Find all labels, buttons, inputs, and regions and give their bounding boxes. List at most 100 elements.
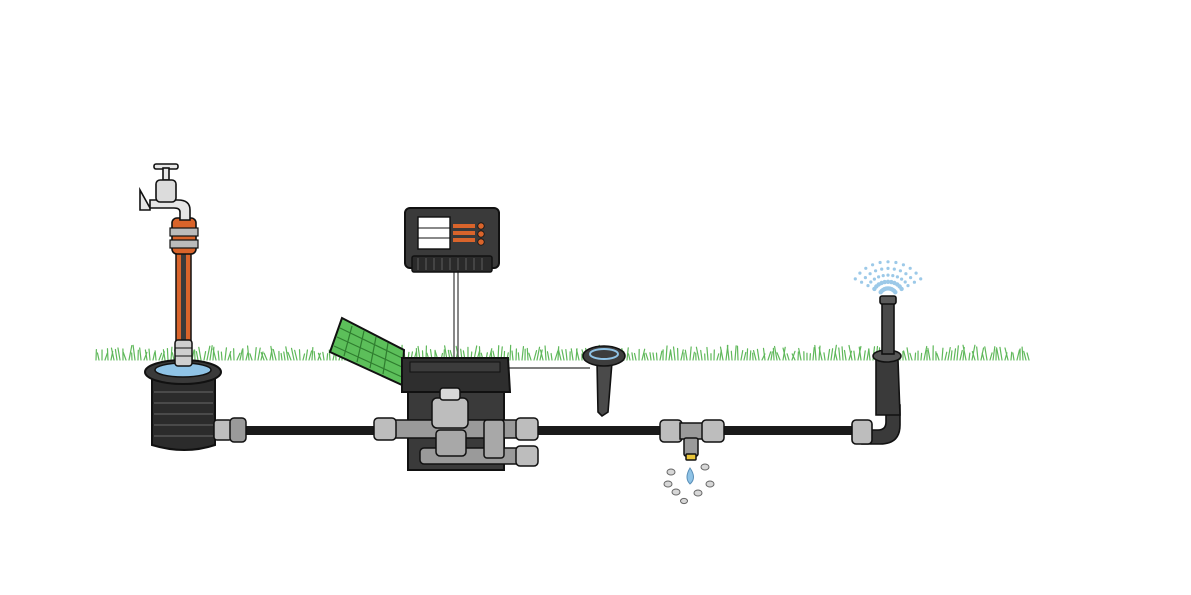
- spray-droplet: [912, 280, 917, 284]
- grass-blade: [736, 345, 739, 361]
- spray-droplet: [871, 263, 875, 267]
- grass-blade: [959, 349, 963, 361]
- grass-blade: [533, 350, 538, 361]
- spray-droplet: [877, 275, 881, 279]
- grass-blade: [561, 349, 565, 361]
- grass-blade: [1023, 350, 1027, 361]
- spray-droplet: [901, 263, 906, 267]
- grass-blade: [909, 352, 913, 361]
- grass-blade: [834, 351, 838, 361]
- grass-blade: [782, 347, 787, 361]
- grass-blade: [772, 347, 775, 361]
- spray-droplet: [863, 276, 868, 280]
- grass-blade: [550, 352, 553, 361]
- spray-droplet: [886, 273, 890, 277]
- grass-blade: [906, 347, 910, 361]
- grass-blade: [227, 350, 232, 361]
- grass-blade: [995, 347, 1000, 361]
- grass-blade: [830, 348, 834, 361]
- grass-blade: [700, 349, 703, 361]
- grass-blade: [730, 350, 733, 361]
- main-pipe: [240, 426, 860, 435]
- grass-blade: [302, 353, 306, 361]
- grass-blade: [652, 352, 655, 361]
- grass-blade: [565, 349, 568, 361]
- grass-blade: [570, 348, 574, 361]
- spray-droplet: [919, 277, 923, 281]
- grass-blade: [148, 348, 151, 361]
- grass-blade: [198, 346, 202, 361]
- grass-blade: [956, 345, 959, 361]
- grass-blade: [641, 348, 646, 361]
- grass-blade: [1004, 347, 1009, 361]
- grass-blade: [285, 346, 289, 361]
- grass-blade: [249, 353, 253, 361]
- grass-blade: [914, 352, 917, 361]
- valve-box-icon: [328, 316, 512, 471]
- grass-blade: [857, 345, 862, 361]
- grass-blade: [546, 351, 550, 361]
- grass-blade: [539, 349, 544, 361]
- spray-droplet: [914, 271, 918, 275]
- grass-blade: [246, 345, 250, 361]
- spray-droplet: [906, 284, 910, 288]
- grass-blade: [117, 347, 121, 361]
- grass-blade: [903, 350, 907, 361]
- grass-blade: [298, 349, 301, 361]
- grass-blade: [843, 349, 847, 361]
- spray-droplet: [895, 275, 900, 279]
- grass-blade: [672, 346, 676, 361]
- drain-valve-icon: [659, 419, 725, 461]
- grass-blade: [669, 349, 673, 361]
- grass-blade: [984, 346, 988, 361]
- spray-droplet: [891, 274, 895, 278]
- grass-blade: [1012, 352, 1015, 361]
- grass-blade: [773, 345, 778, 361]
- grass-blade: [245, 352, 249, 361]
- grass-blade: [746, 348, 749, 361]
- grass-blade: [170, 346, 173, 361]
- grass-blade: [239, 349, 243, 361]
- grass-blade: [132, 344, 136, 361]
- grass-blade: [923, 345, 928, 361]
- grass-blade: [305, 349, 309, 361]
- controller-icon: [404, 207, 500, 273]
- grass-blade: [823, 352, 826, 361]
- grass-blade: [539, 349, 543, 361]
- spray-droplet: [853, 277, 857, 281]
- grass-blade: [280, 352, 283, 361]
- grass-blade: [528, 352, 532, 361]
- grass-blade: [254, 347, 257, 361]
- grass-blade: [743, 351, 747, 361]
- grass-blade: [627, 353, 631, 361]
- grass-blade: [962, 344, 967, 361]
- grass-blade: [260, 351, 265, 361]
- spray-droplet: [898, 269, 903, 273]
- grass-blade: [122, 351, 127, 361]
- grass-blade: [283, 351, 286, 361]
- grass-blade: [287, 351, 292, 361]
- grass-blade: [740, 349, 744, 361]
- grass-blade: [684, 349, 688, 361]
- grass-blade: [96, 352, 100, 361]
- faucet-icon: [139, 163, 191, 221]
- grass-blade: [152, 352, 156, 361]
- grass-blade: [706, 346, 709, 361]
- spray-droplet: [892, 267, 896, 271]
- grass-blade: [695, 346, 700, 361]
- grass-blade: [206, 345, 211, 361]
- grass-blade: [848, 350, 853, 361]
- grass-blade: [511, 350, 514, 361]
- grass-blade: [692, 351, 695, 361]
- grass-blade: [308, 350, 313, 361]
- grass-blade: [944, 351, 948, 361]
- grass-blade: [633, 352, 637, 361]
- grass-blade: [139, 347, 142, 361]
- grass-blade: [814, 344, 817, 361]
- water-drop-icon: [663, 463, 715, 505]
- spray-droplet: [878, 260, 882, 265]
- grass-blade: [317, 352, 322, 361]
- grass-blade: [841, 346, 844, 361]
- grass-blade: [936, 352, 940, 361]
